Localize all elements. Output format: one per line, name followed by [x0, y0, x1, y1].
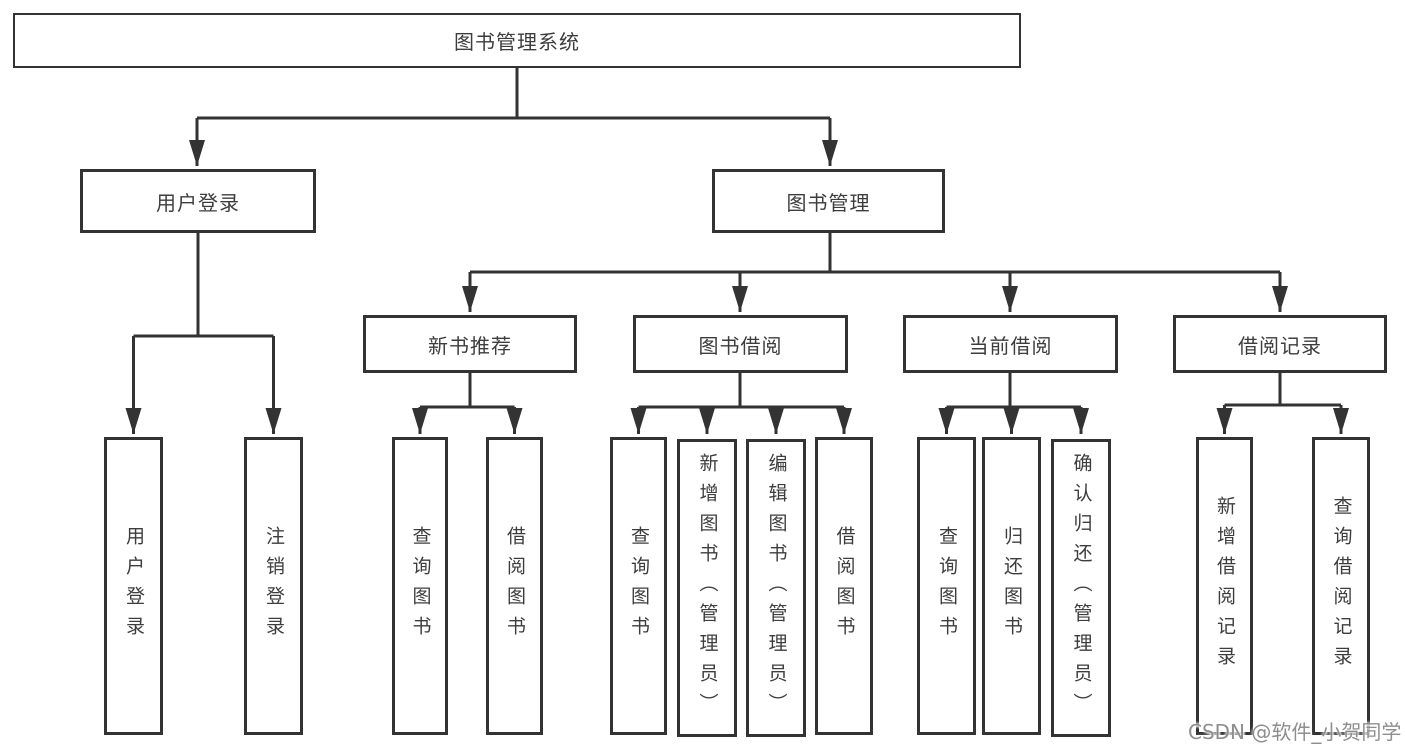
watermark: CSDN @软件_小贺同学 — [1188, 720, 1402, 744]
node-user-login: 用户登录 — [80, 169, 316, 233]
leaf-current-confirm-return-admin: 确认归还（管理员） — [1051, 439, 1111, 737]
leaf-borrow-borrow-books-label: 借阅图书 — [833, 526, 856, 646]
leaf-records-add-record-label: 新增借阅记录 — [1214, 496, 1236, 676]
node-book-borrow: 图书借阅 — [633, 315, 848, 373]
node-root-label: 图书管理系统 — [454, 30, 580, 54]
node-current-borrow: 当前借阅 — [903, 315, 1118, 373]
node-new-book-recommend-label: 新书推荐 — [428, 333, 512, 358]
node-new-book-recommend: 新书推荐 — [363, 315, 577, 373]
leaf-borrow-add-books-admin-label: 新增图书（管理员） — [696, 453, 719, 723]
leaf-records-query-record: 查询借阅记录 — [1312, 437, 1370, 735]
leaf-logout-label: 注销登录 — [263, 526, 285, 646]
leaf-current-return-books: 归还图书 — [982, 437, 1041, 735]
leaf-borrow-borrow-books: 借阅图书 — [815, 437, 873, 735]
leaf-current-return-books-label: 归还图书 — [1001, 526, 1023, 646]
leaf-borrow-edit-books-admin-label: 编辑图书（管理员） — [765, 453, 788, 723]
node-user-login-label: 用户登录 — [156, 190, 240, 215]
node-book-management-label: 图书管理 — [786, 190, 871, 215]
leaf-borrow-edit-books-admin: 编辑图书（管理员） — [746, 439, 806, 737]
leaf-current-confirm-return-admin-label: 确认归还（管理员） — [1070, 453, 1093, 723]
leaf-current-query-books: 查询图书 — [917, 437, 976, 735]
leaf-records-query-record-label: 查询借阅记录 — [1330, 496, 1353, 676]
leaf-newbook-borrow-books: 借阅图书 — [486, 437, 543, 735]
node-borrow-records-label: 借阅记录 — [1238, 333, 1322, 358]
leaf-newbook-query-books-label: 查询图书 — [409, 526, 432, 646]
node-current-borrow-label: 当前借阅 — [968, 333, 1053, 358]
leaf-newbook-query-books: 查询图书 — [392, 437, 448, 735]
leaf-borrow-query-books: 查询图书 — [610, 437, 667, 735]
leaf-newbook-borrow-books-label: 借阅图书 — [504, 526, 526, 646]
leaf-user-login-label: 用户登录 — [123, 526, 145, 646]
node-borrow-records: 借阅记录 — [1173, 315, 1387, 373]
node-book-borrow-label: 图书借阅 — [698, 333, 783, 358]
node-root: 图书管理系统 — [13, 13, 1021, 68]
leaf-current-query-books-label: 查询图书 — [936, 526, 958, 646]
leaf-borrow-add-books-admin: 新增图书（管理员） — [677, 439, 737, 737]
leaf-user-login: 用户登录 — [104, 437, 163, 735]
leaf-logout: 注销登录 — [244, 437, 303, 735]
node-book-management: 图书管理 — [712, 169, 945, 233]
leaf-borrow-query-books-label: 查询图书 — [628, 526, 650, 646]
leaf-records-add-record: 新增借阅记录 — [1196, 437, 1253, 735]
